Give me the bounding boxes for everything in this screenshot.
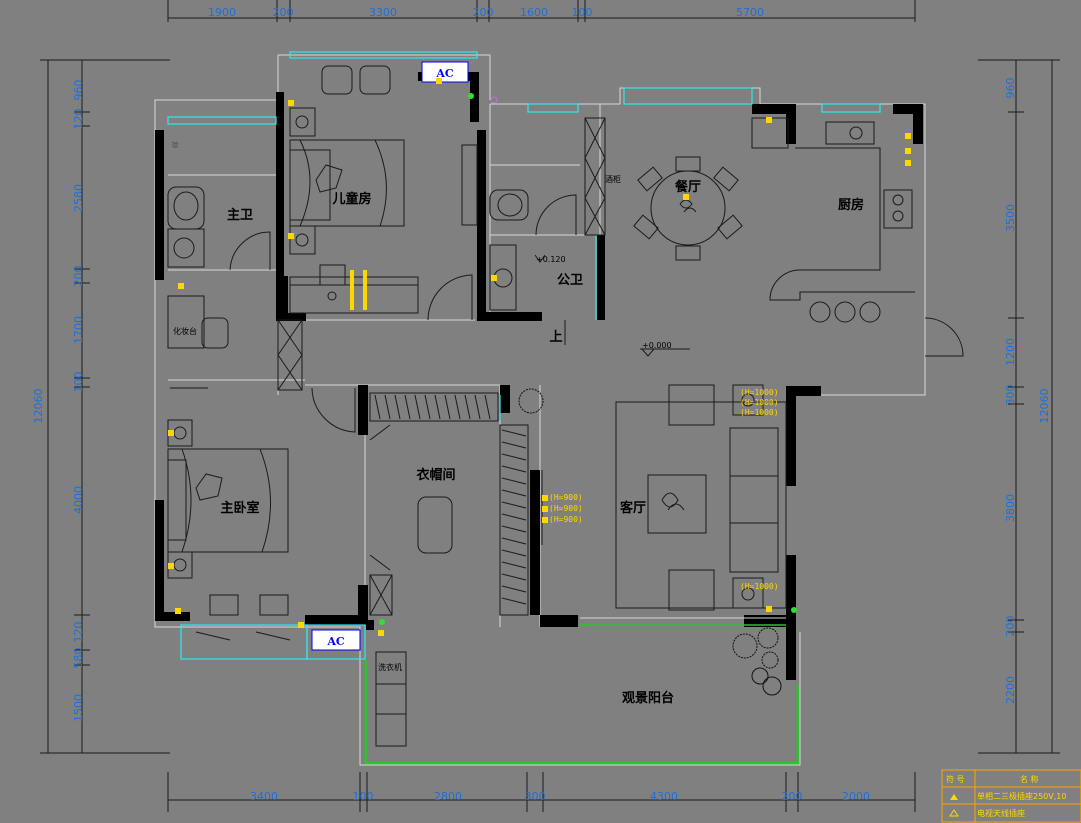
legend-col-name: 名 称 <box>1020 774 1039 784</box>
wardrobe-room: 衣帽间 <box>369 388 544 616</box>
dim-bottom-4: 300 <box>525 790 546 803</box>
ac-label-bottom: AC <box>326 635 345 648</box>
dim-left-9: 580 <box>72 648 85 669</box>
ac-unit-top: AC <box>421 61 469 83</box>
kitchen: 厨房 <box>751 117 964 357</box>
label-dining: 餐厅 <box>674 179 701 195</box>
height-label-5: (H=1000) <box>740 398 779 407</box>
dining-area: 餐厅 <box>633 156 743 261</box>
dim-bottom-2: 100 <box>353 790 374 803</box>
top-dimension-line: 1900 200 3300 200 1600 100 5700 <box>167 0 916 22</box>
label-public-bath: 公卫 <box>557 273 583 288</box>
dim-top-1: 1900 <box>208 6 236 19</box>
label-living: 客厅 <box>620 500 646 516</box>
dim-left-1: 960 <box>72 80 85 101</box>
ac-unit-bottom: AC <box>311 629 361 651</box>
ac-label-top: AC <box>435 67 454 80</box>
height-label-3: (H=900) <box>549 515 583 524</box>
antenna-symbol-icon <box>949 809 959 817</box>
dim-left-total: 12060 <box>32 389 45 424</box>
dim-top-7: 5700 <box>736 6 764 19</box>
marker-dot <box>791 607 797 613</box>
dim-left-2: 120 <box>72 109 85 130</box>
dim-left-10: 1500 <box>72 694 85 722</box>
master-bedroom: 主卧室 <box>167 419 291 641</box>
height-label-7: (H=1000) <box>740 582 779 591</box>
right-dimension-line: 960 3500 1200 300 3800 200 2200 12060 <box>978 59 1060 754</box>
legend-table: 符 号 名 称 单相二三极插座250V,10 电视天线插座 <box>941 769 1081 823</box>
marker-dot <box>468 93 474 99</box>
level-main-marker: +0.000 <box>640 341 690 357</box>
height-label-1: (H=900) <box>549 493 583 502</box>
label-kids-room: 儿童房 <box>331 191 371 207</box>
balcony: 洗衣机 观景阳台 <box>375 651 674 747</box>
master-bathroom: ⛆ 主卫 <box>167 141 271 271</box>
dim-left-3: 2580 <box>72 184 85 212</box>
kids-room: 儿童房 <box>289 65 473 321</box>
dim-right-2: 3500 <box>1004 204 1017 232</box>
label-wardrobe: 衣帽间 <box>416 467 455 483</box>
label-makeup: 化妆台 <box>173 326 197 336</box>
socket-symbol-icon <box>950 794 958 800</box>
dim-left-7: 4000 <box>72 486 85 514</box>
balcony-railing <box>364 660 800 765</box>
dim-bottom-3: 2800 <box>434 790 462 803</box>
level-main: +0.000 <box>642 341 672 350</box>
label-shelf: 酒柜 <box>605 174 621 184</box>
dim-bottom-6: 200 <box>782 790 803 803</box>
dim-right-4: 300 <box>1004 385 1017 406</box>
label-master-bedroom: 主卧室 <box>220 500 259 516</box>
legend-row-2: 电视天线插座 <box>977 808 1025 818</box>
legend-row-1: 单相二三极插座250V,10 <box>977 791 1066 801</box>
label-master-bath: 主卫 <box>227 207 253 223</box>
dim-left-4: 200 <box>72 266 85 287</box>
dim-left-5: 1700 <box>72 316 85 344</box>
plant-icon <box>518 388 544 414</box>
dim-bottom-5: 4300 <box>650 790 678 803</box>
legend-col-symbol: 符 号 <box>946 774 965 784</box>
marker-dot <box>379 619 385 625</box>
left-dimension-line: 960 120 2580 200 1700 100 4000 120 580 1… <box>32 59 170 754</box>
level-bath: +0.120 <box>536 255 566 264</box>
dim-left-6: 100 <box>72 372 85 393</box>
dim-right-1: 960 <box>1004 78 1017 99</box>
plant-cluster-icon <box>732 627 782 696</box>
dim-top-4: 200 <box>473 6 494 19</box>
dim-top-2: 200 <box>273 6 294 19</box>
dim-right-5: 3800 <box>1004 494 1017 522</box>
socket-markers <box>168 78 911 636</box>
dim-left-8: 120 <box>72 622 85 643</box>
shower-icon: ⛆ <box>172 141 179 150</box>
wine-cabinet: 酒柜 <box>584 117 621 236</box>
dim-right-total: 12060 <box>1038 389 1051 424</box>
label-up: 上 <box>549 330 562 345</box>
height-label-4: (H=1000) <box>740 388 779 397</box>
public-bathroom: +0.120 公卫 上 <box>461 144 583 345</box>
label-laundry: 洗衣机 <box>378 662 402 672</box>
dim-top-3: 3300 <box>369 6 397 19</box>
dim-right-3: 1200 <box>1004 338 1017 366</box>
dim-right-6: 200 <box>1004 616 1017 637</box>
label-kitchen: 厨房 <box>838 197 864 213</box>
dim-right-7: 2200 <box>1004 676 1017 704</box>
living-room: 客厅 <box>541 384 787 611</box>
windows <box>167 51 881 660</box>
dim-top-6: 100 <box>572 6 593 19</box>
makeup-area: 化妆台 <box>167 295 356 433</box>
dim-top-5: 1600 <box>520 6 548 19</box>
height-label-6: (H=1000) <box>740 408 779 417</box>
bottom-dimension-line: 3400 100 2800 300 4300 200 2000 <box>167 772 916 812</box>
dim-bottom-1: 3400 <box>250 790 278 803</box>
height-label-2: (H=900) <box>549 504 583 513</box>
label-balcony: 观景阳台 <box>622 690 674 706</box>
marker-dot <box>490 96 498 104</box>
dim-bottom-7: 2000 <box>842 790 870 803</box>
